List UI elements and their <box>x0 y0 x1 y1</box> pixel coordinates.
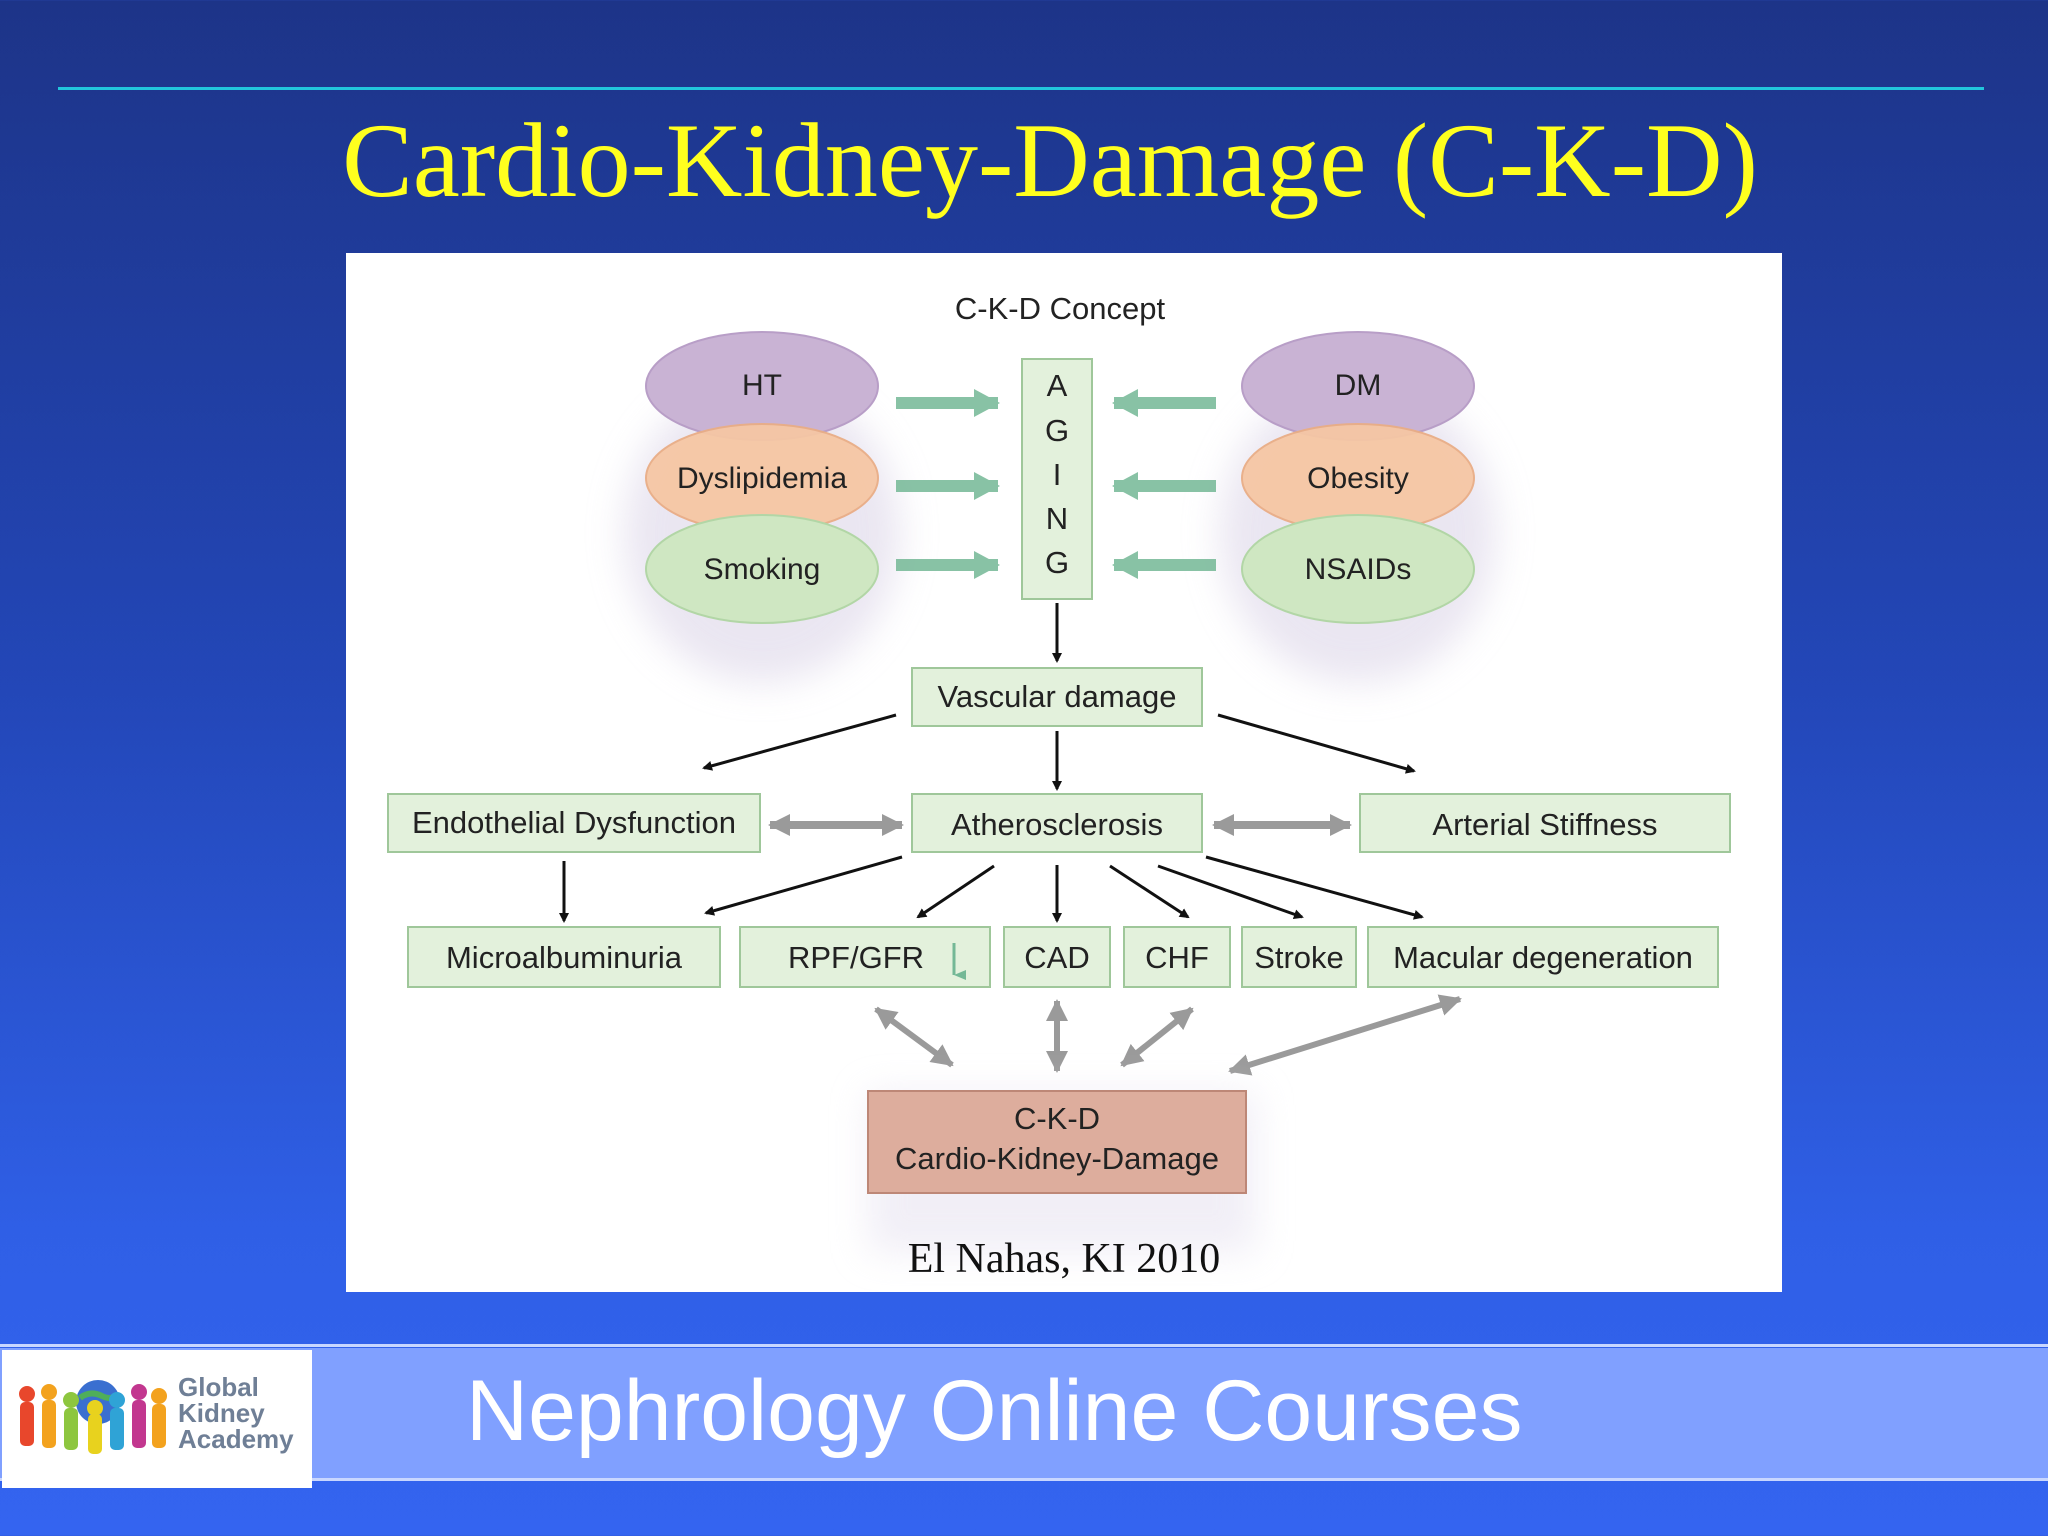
label-obesity: Obesity <box>1307 462 1409 495</box>
label-dyslipidemia: Dyslipidemia <box>677 462 847 495</box>
diagram-heading: C-K-D Concept <box>955 291 1166 326</box>
oval-smoking <box>645 514 879 624</box>
title-divider <box>58 87 1984 90</box>
stroke-label: Stroke <box>1254 940 1344 975</box>
aging-letter: A <box>1047 368 1068 403</box>
slide-title: Cardio-Kidney-Damage (C-K-D) <box>342 102 1758 219</box>
atherosclerosis-box <box>911 793 1203 853</box>
chf-label: CHF <box>1145 940 1209 975</box>
double-arrow-macular-ckd <box>1228 994 1462 1076</box>
vascular-damage-label: Vascular damage <box>938 679 1177 714</box>
cad-label: CAD <box>1024 940 1089 975</box>
chf-box <box>1123 926 1231 988</box>
aging-letter: N <box>1046 501 1068 536</box>
arrow-atherosclerosis-chf <box>1109 864 1190 919</box>
double-arrow-rpf-ckd <box>874 1006 954 1068</box>
cad-box <box>1003 926 1111 988</box>
microalbuminuria-label: Microalbuminuria <box>446 940 683 975</box>
arrow-vascular-endothelial <box>702 713 897 771</box>
footer-course-title: Nephrology Online Courses <box>466 1363 1523 1459</box>
atherosclerosis-label: Atherosclerosis <box>951 807 1163 842</box>
aging-letter: I <box>1053 457 1062 492</box>
footer-band <box>0 1348 2048 1478</box>
arrow-atherosclerosis-stroke <box>1157 864 1304 920</box>
double-arrow-chf-ckd <box>1120 1006 1194 1068</box>
label-ht: HT <box>742 369 782 402</box>
left-factor-group: HT Dyslipidemia Smoking <box>624 331 900 683</box>
endothelial-dysfunction-label: Endothelial Dysfunction <box>412 805 736 840</box>
rpf-gfr-box <box>739 926 991 988</box>
arrow-vascular-stiffness <box>1217 713 1416 774</box>
logo-line-3: Academy <box>178 1424 294 1454</box>
logo-line-2: Kidney <box>178 1398 265 1428</box>
arterial-stiffness-box <box>1359 793 1731 853</box>
ckd-result-box <box>867 1090 1247 1194</box>
ckd-result-line1: C-K-D <box>1014 1101 1100 1136</box>
macular-degeneration-label: Macular degeneration <box>1393 940 1693 975</box>
stroke-box <box>1241 926 1357 988</box>
ckd-diagram: C-K-D Concept HT Dyslipidemia Smoking DM… <box>387 291 1731 1253</box>
oval-nsaids <box>1241 514 1475 624</box>
aging-letter: G <box>1045 545 1069 580</box>
arterial-stiffness-label: Arterial Stiffness <box>1432 807 1657 842</box>
ckd-result-line2: Cardio-Kidney-Damage <box>895 1141 1219 1176</box>
aging-letter: G <box>1045 413 1069 448</box>
label-smoking: Smoking <box>704 553 821 586</box>
arrow-atherosclerosis-macular <box>1205 855 1424 920</box>
footer-divider-bottom <box>0 1478 2048 1481</box>
footer-divider-top <box>0 1344 2048 1347</box>
logo-figures-icon <box>19 1380 167 1454</box>
label-dm: DM <box>1335 369 1382 402</box>
microalbuminuria-box <box>407 926 721 988</box>
citation: El Nahas, KI 2010 <box>907 1236 1221 1282</box>
global-kidney-academy-logo: Global Kidney Academy <box>2 1350 312 1488</box>
arrow-atherosclerosis-rpf <box>704 855 903 916</box>
label-nsaids: NSAIDs <box>1305 553 1412 586</box>
logo-wordmark: Global Kidney Academy <box>178 1374 294 1452</box>
vascular-damage-box <box>911 667 1203 727</box>
arrow-atherosclerosis-rpf2 <box>916 864 995 919</box>
rpf-gfr-label: RPF/GFR <box>788 940 924 975</box>
aging-box <box>1021 358 1093 600</box>
diagram-panel: C-K-D Concept HT Dyslipidemia Smoking DM… <box>346 253 1782 1292</box>
right-factor-group: DM Obesity NSAIDs <box>1220 331 1496 683</box>
macular-degeneration-box <box>1367 926 1719 988</box>
endothelial-dysfunction-box <box>387 793 761 853</box>
logo-line-1: Global <box>178 1372 259 1402</box>
